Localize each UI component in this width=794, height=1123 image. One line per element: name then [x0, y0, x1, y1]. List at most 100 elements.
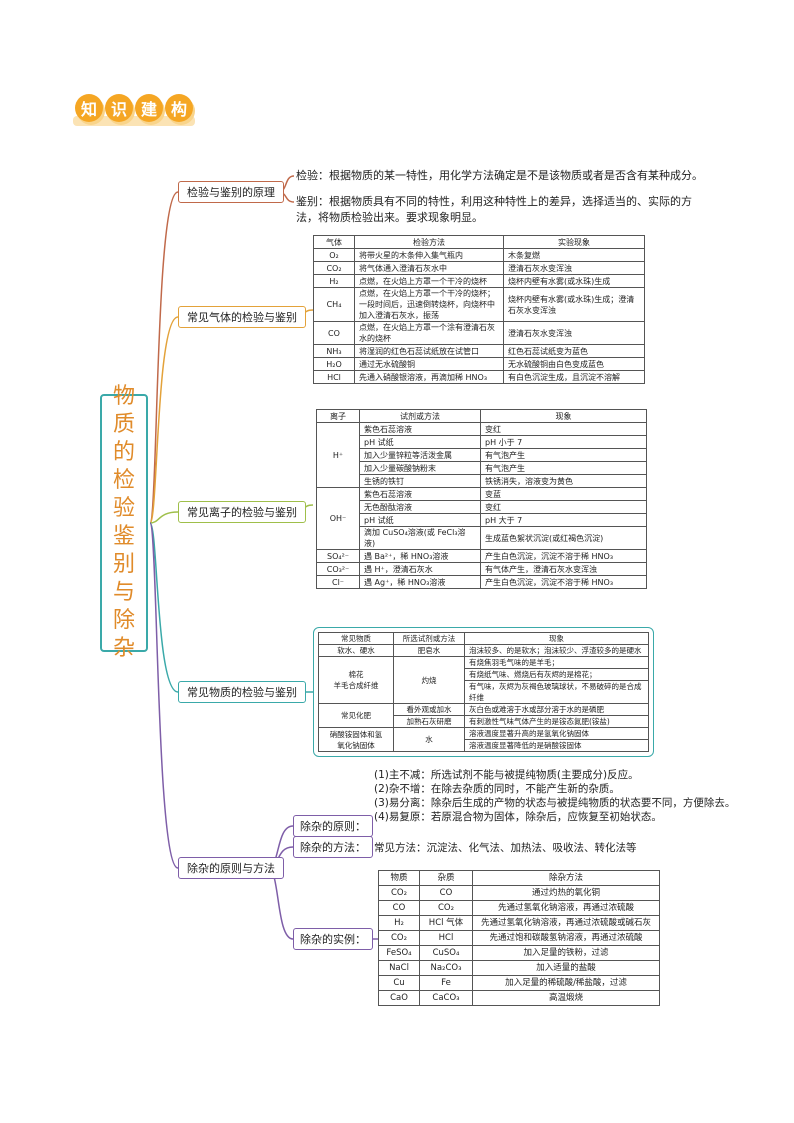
table-cell: 生成蓝色絮状沉淀(或红褐色沉淀): [480, 526, 647, 550]
connector-b4: [149, 522, 179, 693]
table-header-cell: 检验方法: [354, 235, 504, 249]
table-cell: 高温煅烧: [472, 990, 660, 1006]
removal-rules: (1)主不减：所选试剂不能与被提纯物质(主要成分)反应。 (2)杂不增：在除去杂…: [374, 768, 774, 824]
principle-identification-line2: 法，将物质检验出来。要求现象明显。: [296, 211, 483, 224]
table-cell: O₂: [313, 248, 355, 262]
table-cell: 软水、硬水: [318, 644, 394, 657]
table-cell: 遇 Ag⁺，稀 HNO₃溶液: [359, 575, 481, 589]
table-cell: pH 大于 7: [480, 513, 647, 527]
table-row: CO₃²⁻遇 H⁺，澄清石灰水有气体产生，澄清石灰水变浑浊: [316, 562, 647, 576]
table-cell: 有气泡产生: [480, 448, 647, 462]
table-cell: SO₄²⁻: [316, 549, 360, 563]
table-cell: 遇 H⁺，澄清石灰水: [359, 562, 481, 576]
branch-substance: 常见物质的检验与鉴别: [178, 681, 306, 703]
principle-identification-line1: 鉴别：根据物质具有不同的特性，利用这种特性上的差异，选择适当的、实际的方: [296, 195, 692, 208]
table-cell: 将气体通入澄清石灰水中: [354, 261, 504, 275]
table-cell: H₂O: [313, 357, 355, 371]
rule-line: (2)杂不增：在除去杂质的同时，不能产生新的杂质。: [374, 783, 620, 795]
table-cell: 肥皂水: [393, 644, 465, 657]
table-cell: CuSO₄: [419, 945, 473, 961]
table-cell: 溶液温度显著降低的是硝酸铵固体: [464, 739, 649, 752]
table-cell: 将带火星的木条伸入集气瓶内: [354, 248, 504, 262]
table-row: 生锈的铁钉铁锈消失，溶液变为黄色: [317, 474, 647, 488]
table-row: 硝酸铵固体和氢氧化钠固体 水 溶液温度显著升高的是氢氧化钠固体: [318, 727, 649, 752]
table-cell: Cu: [378, 975, 420, 991]
table-cell: 通过无水硫酸铜: [354, 357, 504, 371]
table-row: 滴加 CuSO₄溶液(或 FeCl₃溶液)生成蓝色絮状沉淀(或红褐色沉淀): [317, 526, 647, 550]
table-cell: 滴加 CuSO₄溶液(或 FeCl₃溶液): [359, 526, 481, 550]
table-cell: 变蓝: [480, 487, 647, 501]
table-cell: 铁锈消失，溶液变为黄色: [480, 474, 647, 488]
table-cell: pH 试纸: [359, 513, 481, 527]
table-row: 软水、硬水 肥皂水 泡沫较多、的是软水；泡沫较少、浮渣较多的是硬水: [318, 644, 649, 657]
table-cell: CO₂: [378, 930, 420, 946]
table-cell: CO: [313, 321, 355, 345]
table-cell: 变红: [480, 422, 647, 436]
table-cell: 有刺激性气味气体产生的是铵态氮肥(铵盐): [464, 715, 649, 728]
table-cell: 紫色石蕊溶液: [359, 487, 481, 501]
table-row: 棉花羊毛合成纤维 灼烧 有烧焦羽毛气味的是羊毛；: [318, 656, 649, 704]
table-row: H⁺紫色石蕊溶液变红: [316, 422, 647, 488]
table-cell: 澄清石灰水变浑浊: [503, 321, 645, 345]
badge-char: 构: [165, 94, 193, 122]
table-cell: pH 小于 7: [480, 435, 647, 449]
table-cell: Cl⁻: [316, 575, 360, 589]
table-cell: 变红: [480, 500, 647, 514]
table-cell: 硝酸铵固体和氢氧化钠固体: [318, 727, 394, 752]
rule-line: (1)主不减：所选试剂不能与被提纯物质(主要成分)反应。: [374, 769, 639, 781]
root-char: 别: [112, 552, 135, 577]
table-row: 无色酚酞溶液变红: [317, 500, 647, 514]
table-cell: 棉花羊毛合成纤维: [318, 656, 394, 704]
table-header-row: 物质 杂质 除杂方法: [378, 870, 660, 886]
table-cell: 先通过氢氧化钠溶液，再通过浓硫酸: [472, 900, 660, 916]
table-cell: CO₂: [313, 261, 355, 275]
table-cell: 灰白色或难溶于水或部分溶于水的是磷肥: [464, 703, 649, 716]
section-header-badge: 知 识 建 构: [73, 94, 195, 130]
table-cell: 有气体产生，澄清石灰水变浑浊: [480, 562, 647, 576]
table-row: OH⁻紫色石蕊溶液变蓝: [316, 487, 647, 550]
table-cell: 红色石蕊试纸变为蓝色: [503, 344, 645, 358]
substance-table-frame: [313, 627, 654, 757]
table-cell: Na₂CO₃: [419, 960, 473, 976]
table-cell: 加熟石灰研磨: [393, 715, 465, 728]
table-cell: 产生白色沉淀，沉淀不溶于稀 HNO₃: [480, 575, 647, 589]
table-cell: CO₂: [378, 885, 420, 901]
table-header-cell: 常见物质: [318, 632, 394, 645]
table-cell: 产生白色沉淀，沉淀不溶于稀 HNO₃: [480, 549, 647, 563]
table-cell: 有气泡产生: [480, 461, 647, 475]
connector-b2: [149, 316, 179, 524]
sub-removal-methods: 除杂的方法：: [293, 836, 373, 858]
branch-ion: 常见离子的检验与鉴别: [178, 501, 306, 523]
table-row: SO₄²⁻遇 Ba²⁺，稀 HNO₃溶液产生白色沉淀，沉淀不溶于稀 HNO₃: [316, 549, 647, 563]
table-cell: 有白色沉淀生成，且沉淀不溶解: [503, 370, 645, 384]
table-cell: NH₃: [313, 344, 355, 358]
table-cell: pH 试纸: [359, 435, 481, 449]
root-char: 物: [112, 384, 135, 409]
table-cell: 加入少量碳酸钠粉末: [359, 461, 481, 475]
table-cell: 木条复燃: [503, 248, 645, 262]
table-cell: CO₂: [419, 900, 473, 916]
substance-table: 常见物质 所选试剂或方法 现象 软水、硬水 肥皂水 泡沫较多、的是软水；泡沫较少…: [318, 632, 649, 752]
branch-principle: 检验与鉴别的原理: [178, 181, 284, 203]
table-cell: FeSO₄: [378, 945, 420, 961]
table-cell: CaO: [378, 990, 420, 1006]
table-cell: H₂: [313, 274, 355, 288]
badge-char: 建: [135, 94, 163, 122]
table-row: 溶液温度显著降低的是硝酸铵固体: [319, 739, 649, 752]
ion-cell-h: H⁺: [316, 422, 360, 488]
table-header-cell: 实验现象: [503, 235, 645, 249]
table-header-cell: 物质: [378, 870, 420, 886]
table-cell: 紫色石蕊溶液: [359, 422, 481, 436]
